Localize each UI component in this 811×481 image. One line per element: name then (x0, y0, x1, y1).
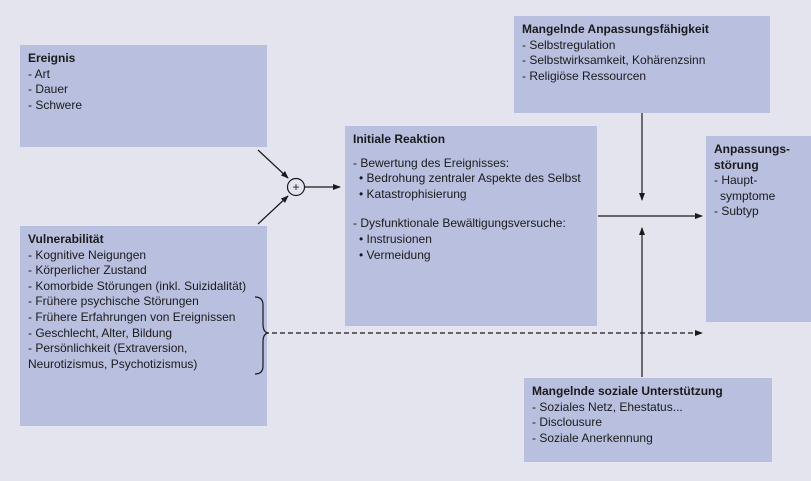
initiale-reaktion-title: Initiale Reaktion (353, 132, 446, 146)
bewertung-label: - Bewertung des Ereignisses: (353, 155, 510, 170)
vulnerabilitaet-item: Neurotizismus, Psychotizismus) (28, 356, 198, 371)
soziale-unterstuetzung-box: Mangelnde soziale Unterstützung - Sozial… (524, 378, 772, 462)
bewertung-item: • Bedrohung zentraler Aspekte des Selbst (359, 171, 581, 186)
anpassungsfaehigkeit-title: Mangelnde Anpassungsfähigkeit (522, 22, 709, 36)
soziale-unterstuetzung-item: - Disclousure (532, 415, 603, 430)
vulnerabilitaet-item: - Frühere Erfahrungen von Ereignissen (28, 309, 236, 324)
bewaeltigung-item: • Vermeidung (359, 247, 431, 262)
arrow-vulnerabilitaet-to-plus (257, 195, 289, 225)
bewaeltigung-item: • Instrusionen (359, 231, 432, 246)
anpassungsstoerung-title-1: Anpassungs- (714, 142, 791, 156)
bewertung-item: • Katastrophisierung (359, 186, 467, 201)
anpassungsstoerung-item: - Haupt- (714, 173, 758, 188)
combine-node: + (286, 177, 306, 197)
brace (254, 296, 270, 375)
vulnerabilitaet-title: Vulnerabilität (28, 232, 104, 246)
vulnerabilitaet-item: - Persönlichkeit (Extraversion, (28, 341, 188, 356)
vulnerabilitaet-box: Vulnerabilität - Kognitive Neigungen - K… (20, 226, 267, 426)
anpassungsstoerung-box: Anpassungs- störung - Haupt- symptome - … (706, 136, 811, 322)
bewaeltigung-label: - Dysfunktionale Bewältigungsversuche: (353, 216, 566, 231)
ereignis-item: - Art (28, 66, 51, 81)
anpassungsfaehigkeit-item: - Religiöse Ressourcen (522, 68, 647, 83)
anpassungsfaehigkeit-item: - Selbstregulation (522, 37, 616, 52)
ereignis-title: Ereignis (28, 51, 76, 65)
vulnerabilitaet-item: - Kognitive Neigungen (28, 247, 147, 262)
soziale-unterstuetzung-title: Mangelnde soziale Unterstützung (532, 384, 723, 398)
soziale-unterstuetzung-item: - Soziales Netz, Ehestatus... (532, 399, 683, 414)
arrow-ereignis-to-plus (257, 149, 289, 179)
anpassungsstoerung-item: symptome (720, 188, 776, 203)
anpassungsstoerung-title-2: störung (714, 157, 759, 172)
initiale-reaktion-box: Initiale Reaktion - Bewertung des Ereign… (345, 126, 597, 326)
anpassungsstoerung-item: - Subtyp (714, 204, 759, 219)
anpassungsfaehigkeit-item: - Selbstwirksamkeit, Kohärenzsinn (522, 53, 706, 68)
vulnerabilitaet-item: - Körperlicher Zustand (28, 263, 147, 278)
combine-symbol: + (292, 180, 299, 194)
ereignis-item: - Dauer (28, 82, 69, 97)
vulnerabilitaet-item: - Frühere psychische Störungen (28, 294, 199, 309)
ereignis-item: - Schwere (28, 97, 83, 112)
anpassungsfaehigkeit-box: Mangelnde Anpassungsfähigkeit - Selbstre… (514, 16, 770, 113)
vulnerabilitaet-item: - Komorbide Störungen (inkl. Suizidalitä… (28, 278, 247, 293)
vulnerabilitaet-item: - Geschlecht, Alter, Bildung (28, 325, 173, 340)
ereignis-box: Ereignis - Art - Dauer - Schwere (20, 45, 267, 147)
soziale-unterstuetzung-item: - Soziale Anerkennung (532, 430, 653, 445)
